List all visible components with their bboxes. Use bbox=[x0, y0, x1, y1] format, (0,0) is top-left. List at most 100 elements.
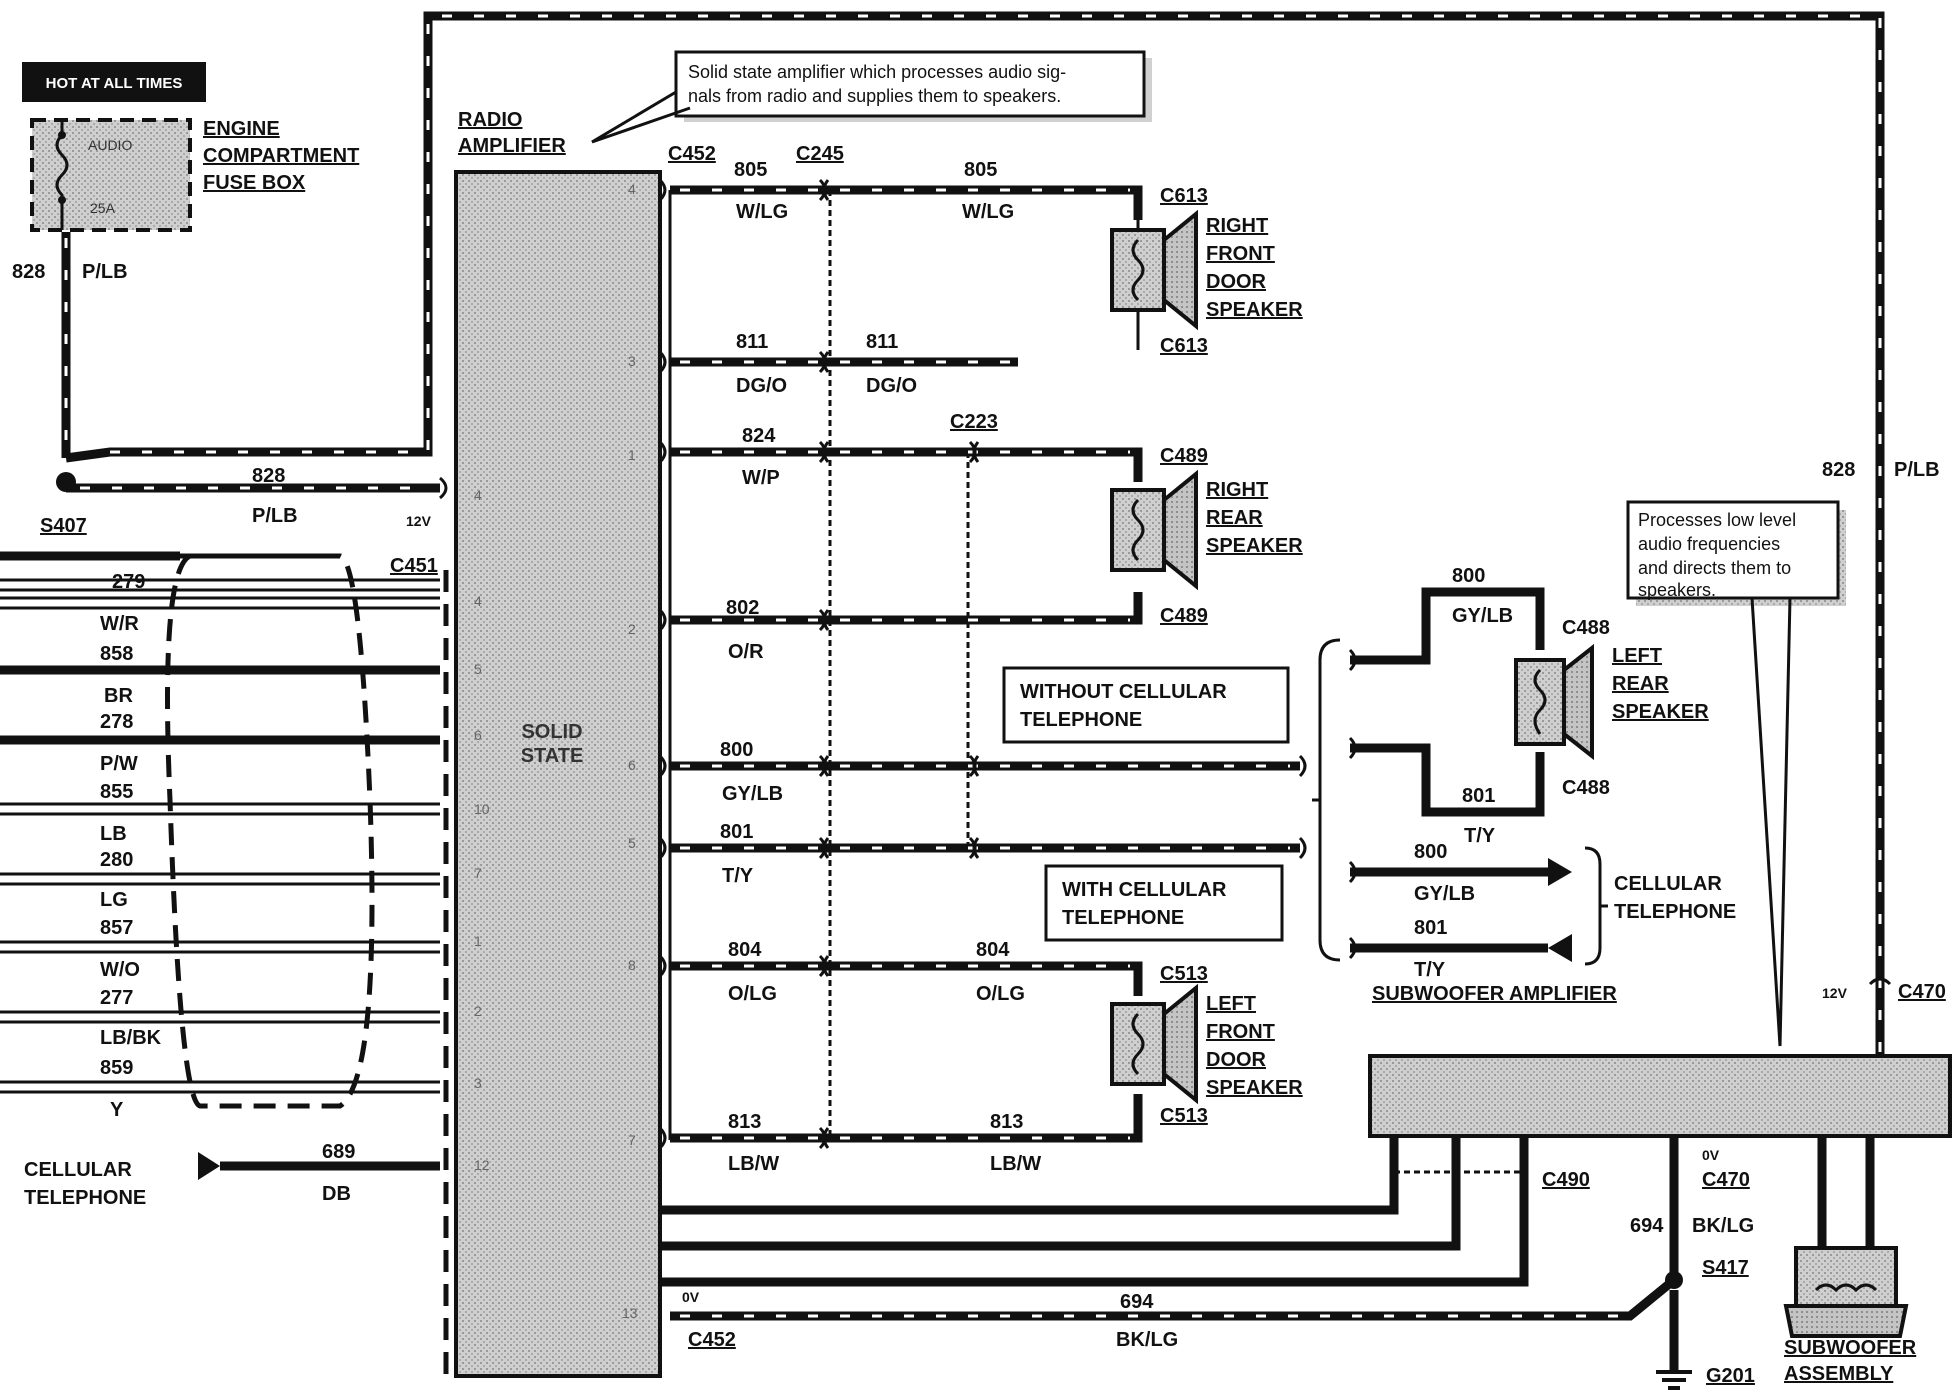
lBR: BR bbox=[104, 685, 133, 707]
conn-c489b: C489 bbox=[1160, 605, 1208, 627]
lLBBK: LB/BK bbox=[100, 1027, 162, 1049]
s801b: T/Y bbox=[1464, 825, 1496, 847]
pin-r8: 8 bbox=[628, 957, 636, 973]
lf-2: FRONT bbox=[1206, 1021, 1275, 1043]
speaker-wiring bbox=[658, 178, 1307, 1150]
w800a: 800 bbox=[720, 739, 753, 761]
speaker-right-front bbox=[1110, 209, 1198, 350]
w813b: LB/W bbox=[728, 1153, 779, 1175]
pin-r13: 13 bbox=[622, 1305, 638, 1321]
without-1: WITHOUT CELLULAR bbox=[1020, 681, 1227, 703]
rr-3: SPEAKER bbox=[1206, 535, 1303, 557]
subwoofer-amp-inputs bbox=[1312, 638, 1608, 966]
s800a: 800 bbox=[1452, 565, 1485, 587]
wire-828-num: 828 bbox=[12, 261, 45, 283]
w805a: 805 bbox=[734, 159, 767, 181]
wire-828-loop bbox=[56, 11, 1885, 1055]
c800a: 800 bbox=[1414, 841, 1447, 863]
w694d: BK/LG bbox=[1692, 1215, 1754, 1237]
w805c: 805 bbox=[964, 159, 997, 181]
w813d: LB/W bbox=[990, 1153, 1041, 1175]
w802a: 802 bbox=[726, 597, 759, 619]
l277: 277 bbox=[100, 987, 133, 1009]
pin-l3: 3 bbox=[474, 1075, 482, 1091]
w801a: 801 bbox=[720, 821, 753, 843]
conn-c451: C451 bbox=[390, 555, 438, 577]
l279: 279 bbox=[112, 571, 145, 593]
callout2-l4: speakers. bbox=[1638, 580, 1716, 600]
conn-c245: C245 bbox=[796, 143, 844, 165]
subwoofer-amplifier bbox=[660, 977, 1952, 1390]
option-with-cell: WITH CELLULAR TELEPHONE bbox=[1044, 864, 1284, 942]
l858: 858 bbox=[100, 643, 133, 665]
w804b: O/LG bbox=[728, 983, 777, 1005]
pin-l10: 10 bbox=[474, 801, 490, 817]
rf-1: RIGHT bbox=[1206, 215, 1268, 237]
conn-c470b: C470 bbox=[1702, 1169, 1750, 1191]
speaker-labels: RIGHT FRONT DOOR SPEAKER RIGHT REAR SPEA… bbox=[1206, 215, 1709, 1099]
lr-1: LEFT bbox=[1612, 645, 1662, 667]
fuse-name3: FUSE BOX bbox=[203, 172, 306, 194]
voltage-0v-b: 0V bbox=[1702, 1147, 1720, 1163]
voltage-12v-a: 12V bbox=[406, 513, 432, 529]
fuse-tag: HOT AT ALL TIMES bbox=[46, 75, 183, 92]
sub-asm-2: ASSEMBLY bbox=[1784, 1363, 1894, 1385]
pin-l2: 2 bbox=[474, 1003, 482, 1019]
w824a: 824 bbox=[742, 425, 776, 447]
callout1-l1: Solid state amplifier which processes au… bbox=[688, 62, 1066, 82]
s800b: GY/LB bbox=[1452, 605, 1513, 627]
lf-1: LEFT bbox=[1206, 993, 1256, 1015]
splice-s417: S417 bbox=[1702, 1257, 1749, 1279]
pin-l6: 6 bbox=[474, 727, 482, 743]
solid-2: STATE bbox=[521, 745, 584, 767]
w802b: O/R bbox=[728, 641, 764, 663]
rr-2: REAR bbox=[1206, 507, 1263, 529]
s801a: 801 bbox=[1462, 785, 1495, 807]
pin-r5: 5 bbox=[628, 835, 636, 851]
solid-1: SOLID bbox=[521, 721, 582, 743]
callout2-l2: audio frequencies bbox=[1638, 534, 1780, 554]
w804c: 804 bbox=[976, 939, 1010, 961]
lr-2: REAR bbox=[1612, 673, 1669, 695]
wire-828-color-2: P/LB bbox=[252, 505, 298, 527]
w801b: T/Y bbox=[722, 865, 754, 887]
w811d: DG/O bbox=[866, 375, 917, 397]
c801a: 801 bbox=[1414, 917, 1447, 939]
wire-828-num-3: 828 bbox=[1822, 459, 1855, 481]
voltage-12v-b: 12V bbox=[1822, 985, 1848, 1001]
cell-right-2: TELEPHONE bbox=[1614, 901, 1736, 923]
with-1: WITH CELLULAR bbox=[1062, 879, 1227, 901]
pin-l1: 1 bbox=[474, 933, 482, 949]
conn-c470a: C470 bbox=[1898, 981, 1946, 1003]
conn-c223: C223 bbox=[950, 411, 998, 433]
rr-1: RIGHT bbox=[1206, 479, 1268, 501]
pin-r6: 6 bbox=[628, 757, 636, 773]
fuse-name1: ENGINE bbox=[203, 118, 280, 140]
c800b: GY/LB bbox=[1414, 883, 1475, 905]
pin-l4b: 4 bbox=[474, 593, 482, 609]
callout1-l2: nals from radio and supplies them to spe… bbox=[688, 86, 1061, 106]
ground-g201: G201 bbox=[1706, 1365, 1755, 1387]
sub-amp-label: SUBWOOFER AMPLIFIER bbox=[1372, 983, 1617, 1005]
cell-left-1: CELLULAR bbox=[24, 1159, 132, 1181]
l859: 859 bbox=[100, 1057, 133, 1079]
w694c: 694 bbox=[1630, 1215, 1664, 1237]
wire-labels: C452 C245 C613 C613 C223 C489 C489 C451 … bbox=[24, 143, 1946, 1387]
w694a: 694 bbox=[1120, 1291, 1154, 1313]
speaker-right-rear bbox=[1110, 469, 1198, 591]
cell-right-1: CELLULAR bbox=[1614, 873, 1722, 895]
wire-828-color: P/LB bbox=[82, 261, 128, 283]
pin-r7: 7 bbox=[628, 1132, 636, 1148]
conn-c613b: C613 bbox=[1160, 335, 1208, 357]
callout2-l3: and directs them to bbox=[1638, 558, 1791, 578]
splice-s407: S407 bbox=[40, 515, 87, 537]
pin-r2: 2 bbox=[628, 621, 636, 637]
fuse-box: HOT AT ALL TIMES AUDIO 25A ENGINE COMPAR… bbox=[22, 62, 359, 232]
conn-c489a: C489 bbox=[1160, 445, 1208, 467]
pin-l4a: 4 bbox=[474, 487, 482, 503]
radio-amplifier: RADIO AMPLIFIER SOLID STATE 4 3 1 2 6 5 … bbox=[454, 109, 662, 1378]
conn-c490: C490 bbox=[1542, 1169, 1590, 1191]
w811a: 811 bbox=[736, 331, 768, 353]
